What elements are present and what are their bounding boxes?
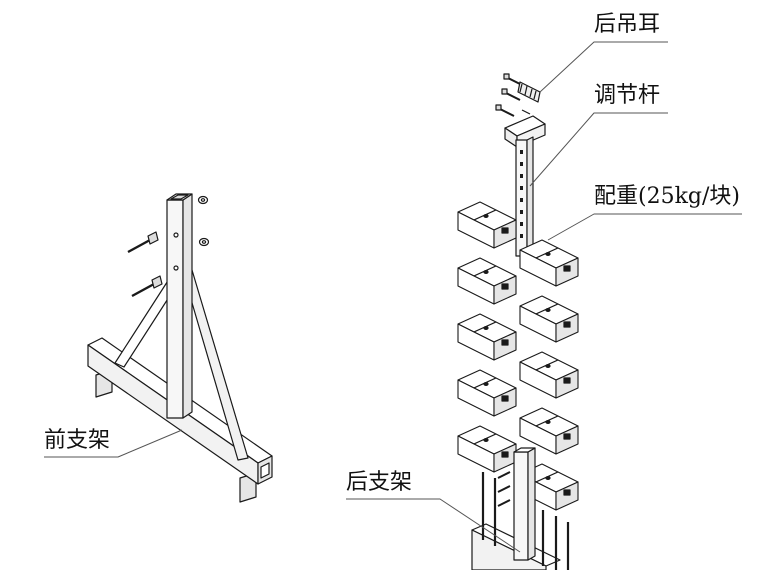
block-stamp (563, 321, 571, 328)
front-stand (87, 193, 273, 503)
block-hole (545, 420, 551, 425)
block-side-face (493, 275, 517, 305)
counterweight-block (519, 351, 579, 399)
counterweight-block (457, 201, 517, 249)
front-nut-lower (198, 237, 210, 247)
block-side-face (493, 387, 517, 417)
block-side-face (555, 257, 579, 287)
block-side-face (555, 369, 579, 399)
leader-front-stand (44, 429, 183, 458)
label-counterweight: 配重(25kg/块) (594, 184, 740, 209)
leader-adjusting-rod (529, 112, 668, 187)
block-hole (545, 252, 551, 257)
block-hole (483, 438, 489, 443)
leader-rear-stand (346, 498, 521, 553)
block-stamp (501, 227, 509, 234)
front-bolt-lower (131, 275, 163, 298)
block-stamp (563, 377, 571, 384)
counterweight-block (457, 425, 517, 473)
block-stamp (501, 451, 509, 458)
block-hole (483, 270, 489, 275)
block-side-face (555, 481, 579, 511)
block-stamp (501, 339, 509, 346)
counterweight-block (457, 257, 517, 305)
block-side-face (493, 331, 517, 361)
block-hole (545, 364, 551, 369)
block-side-face (555, 425, 579, 455)
front-nut-upper (197, 195, 209, 205)
rear-lifting-ear (517, 81, 541, 103)
block-stamp (563, 433, 571, 440)
block-stamp (501, 283, 509, 290)
block-hole (483, 326, 489, 331)
label-adjusting-rod: 调节杆 (594, 83, 661, 108)
block-hole (545, 476, 551, 481)
block-side-face (493, 219, 517, 249)
block-hole (483, 382, 489, 387)
leader-counterweight (547, 213, 742, 241)
label-rear-lifting-ear: 后吊耳 (594, 12, 661, 37)
block-stamp (501, 395, 509, 402)
rear-bolts (495, 73, 531, 117)
block-side-face (555, 313, 579, 343)
front-bolt-upper (127, 231, 159, 254)
label-rear-stand: 后支架 (346, 470, 413, 495)
counterweight-block (457, 369, 517, 417)
adjusting-rod (504, 115, 546, 257)
counterweight-block (519, 407, 579, 455)
block-hole (483, 214, 489, 219)
block-stamp (563, 265, 571, 272)
label-front-stand: 前支架 (44, 428, 111, 453)
counterweight-block (519, 295, 579, 343)
leader-lines (44, 41, 742, 553)
counterweight-block (519, 239, 579, 287)
counterweight-block (457, 313, 517, 361)
block-hole (545, 308, 551, 313)
leader-rear-lifting-ear (539, 41, 668, 93)
block-stamp (563, 489, 571, 496)
